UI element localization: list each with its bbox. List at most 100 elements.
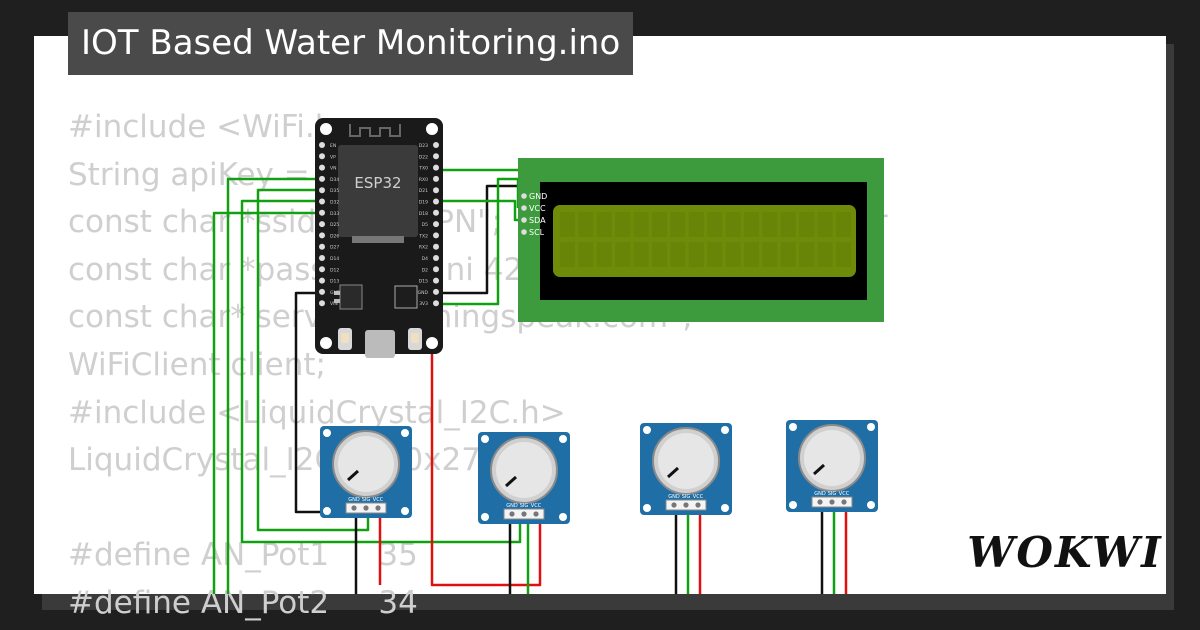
esp32-pin-label: VP [330, 154, 336, 160]
lcd-char-cell [688, 242, 704, 267]
lcd-pin-label: VCC [529, 204, 546, 213]
esp32-pin-left [319, 288, 325, 295]
lcd-pin [521, 193, 527, 199]
lcd-char-cell [799, 212, 815, 237]
esp32-pin-right [433, 153, 439, 160]
esp32-pin-left [319, 209, 325, 216]
lcd-pin [521, 205, 527, 211]
lcd-char-cell [744, 212, 759, 237]
code-line: #include <LiquidCrystal_I2C.h> [68, 394, 566, 431]
esp32-pin-left [319, 277, 325, 284]
usb-port [365, 330, 395, 358]
lcd-char-cell [836, 212, 851, 237]
pot-pin [829, 499, 835, 505]
pot-pin-label: SIG [682, 494, 691, 500]
lcd-char-cell [744, 242, 759, 267]
esp32-pin-label: GND [418, 290, 429, 296]
pot-pin-label: SIG [828, 491, 837, 497]
esp32-pin-label: D13 [330, 279, 339, 285]
esp32-pin-right [433, 255, 439, 261]
lcd-char-cell [780, 242, 796, 267]
esp32-board[interactable]: ESP32 ENVPVND34D35D32D33D25D26D27D14D12D… [315, 118, 443, 358]
lcd-char-cell [780, 212, 796, 237]
wire [430, 350, 542, 587]
pot-pin-label: SIG [362, 497, 371, 503]
lcd-char-cell [725, 242, 741, 267]
wire [226, 177, 322, 594]
esp32-pin-right [433, 164, 439, 171]
lcd-char-cell [578, 242, 594, 267]
lcd-pin [521, 229, 527, 235]
pot-pin-label: SIG [520, 503, 529, 509]
lcd-char-cell [670, 242, 686, 267]
wire [436, 199, 524, 222]
wires [212, 168, 848, 594]
esp32-pin-label: D15 [419, 279, 428, 285]
pot-pin [509, 511, 515, 517]
brand-text: WOKWI [967, 528, 1163, 577]
esp32-pin-left [319, 187, 325, 194]
esp32-pin-left [319, 164, 325, 171]
esp32-pin-right [433, 266, 439, 273]
esp32-pin-right [433, 300, 439, 307]
esp32-pin-label: D2 [422, 267, 428, 273]
esp32-pin-label: D32 [330, 200, 339, 206]
esp32-pin-label: D34 [330, 177, 339, 183]
pot-pin-label: GND [506, 503, 518, 509]
lcd-char-cell [836, 242, 851, 267]
esp32-pin-label: TX0 [418, 166, 428, 172]
esp32-pin-left [319, 221, 325, 228]
pot-pin [533, 511, 539, 517]
esp32-pin-label: EN [330, 143, 336, 149]
lcd-char-cell [633, 242, 649, 267]
pot-pin [671, 502, 677, 508]
lcd-char-cell [817, 242, 833, 267]
esp32-label: ESP32 [354, 174, 401, 192]
esp32-pin-right [433, 142, 439, 148]
esp32-pin-label: D19 [419, 200, 428, 206]
esp32-pin-right [433, 198, 439, 205]
esp32-pin-label: D27 [330, 245, 339, 251]
pot-pin-label: VCC [839, 491, 850, 497]
pot-pin-label: GND [814, 491, 826, 497]
esp32-pin-left [319, 300, 325, 307]
lcd-char-cell [725, 212, 741, 237]
wire [256, 188, 370, 532]
lcd-i2c[interactable]: GND VCC SDA SCL [518, 158, 884, 322]
esp32-pin-label: D14 [330, 256, 339, 262]
lcd-char-cell [596, 242, 612, 267]
esp32-pin-right [433, 288, 439, 295]
esp32-pin-label: 3V3 [419, 301, 428, 307]
lcd-char-cell [707, 212, 723, 237]
lcd-pin-label: SDA [529, 216, 546, 225]
code-line: WiFiClient client; [68, 346, 326, 383]
pot-pin [521, 511, 527, 517]
lcd-char-cell [688, 212, 704, 237]
esp32-pin-label: D25 [330, 222, 339, 228]
lcd-pin-label: GND [529, 192, 547, 201]
esp32-pin-left [319, 255, 325, 261]
pot-pin-label: VCC [373, 497, 384, 503]
lcd-char-cell [596, 212, 612, 237]
esp32-pin-label: D5 [422, 222, 428, 228]
lcd-char-cell [670, 212, 686, 237]
wokwi-logo: WOKWI [967, 528, 1163, 577]
pot-pin [683, 502, 689, 508]
esp32-pin-right [433, 187, 439, 194]
lcd-char-cell [762, 242, 778, 267]
esp32-pin-label: D26 [330, 233, 339, 239]
esp32-pin-right [433, 277, 439, 284]
esp32-pin-label: D21 [419, 188, 428, 194]
lcd-char-cell [560, 212, 575, 237]
lcd-char-cell [817, 212, 833, 237]
esp32-pin-label: D35 [330, 188, 339, 194]
pot-pin [817, 499, 823, 505]
wire [240, 199, 522, 544]
esp32-pin-label: D18 [419, 211, 428, 217]
lcd-pin-label: SCL [529, 228, 545, 237]
